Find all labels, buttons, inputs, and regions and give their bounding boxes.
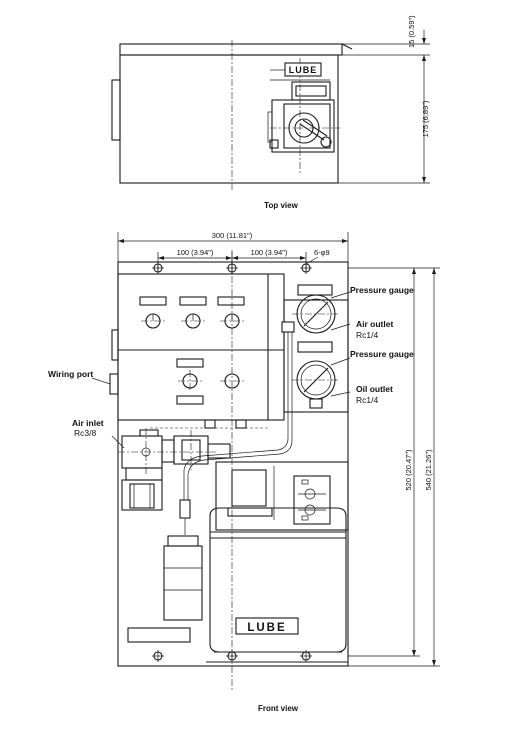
top-view-side-boss: [111, 79, 121, 141]
air-inlet-assembly: [118, 428, 231, 511]
label-pressure-gauge-1: Pressure gauge: [350, 285, 414, 295]
top-view-cover-plate: [119, 43, 343, 56]
top-view-brand-text: LUBE: [289, 65, 318, 75]
dim-hole-pitch-2: 100 (3.94"): [251, 248, 288, 257]
control-box: [117, 273, 285, 421]
dim-hole-pitch-1: 100 (3.94"): [177, 248, 214, 257]
dim-top-height-small: 15 (0.59"): [407, 15, 416, 48]
dim-top-height: 175 (6.89"): [421, 100, 430, 137]
caption-top-view: Top view: [264, 201, 298, 210]
dim-mount-height: 520 (20.47"): [404, 449, 413, 491]
label-air-outlet: Air outlet: [356, 319, 393, 329]
dim-hole-dia: 6-φ9: [314, 248, 330, 257]
front-view-dimensions: 300 (11.81") 100 (3.94") 100 (3.94") 6-φ…: [117, 231, 440, 667]
caption-front-view: Front view: [258, 704, 299, 713]
top-view: LUBE 15 (0.59") 175 (6.89") Top view: [111, 15, 430, 210]
front-view: LUBE Pressure gauge Air outlet Rc1/4 Pre…: [48, 250, 414, 713]
top-view-brand-plate: [284, 62, 322, 77]
wiring-port-fitting: [109, 373, 119, 395]
oil-reservoir: [209, 507, 347, 653]
label-air-inlet-size: Rc3/8: [74, 428, 96, 438]
label-air-inlet: Air inlet: [72, 418, 104, 428]
label-air-outlet-size: Rc1/4: [356, 330, 378, 340]
label-wiring-port: Wiring port: [48, 369, 93, 379]
label-oil-outlet: Oil outlet: [356, 384, 393, 394]
dim-overall-width: 300 (11.81"): [212, 231, 253, 240]
reservoir-brand-text: LUBE: [247, 622, 286, 634]
base-plate: [117, 261, 349, 667]
label-pressure-gauge-2: Pressure gauge: [350, 349, 414, 359]
dim-overall-height: 540 (21.26"): [424, 449, 433, 491]
label-oil-outlet-size: Rc1/4: [356, 395, 378, 405]
